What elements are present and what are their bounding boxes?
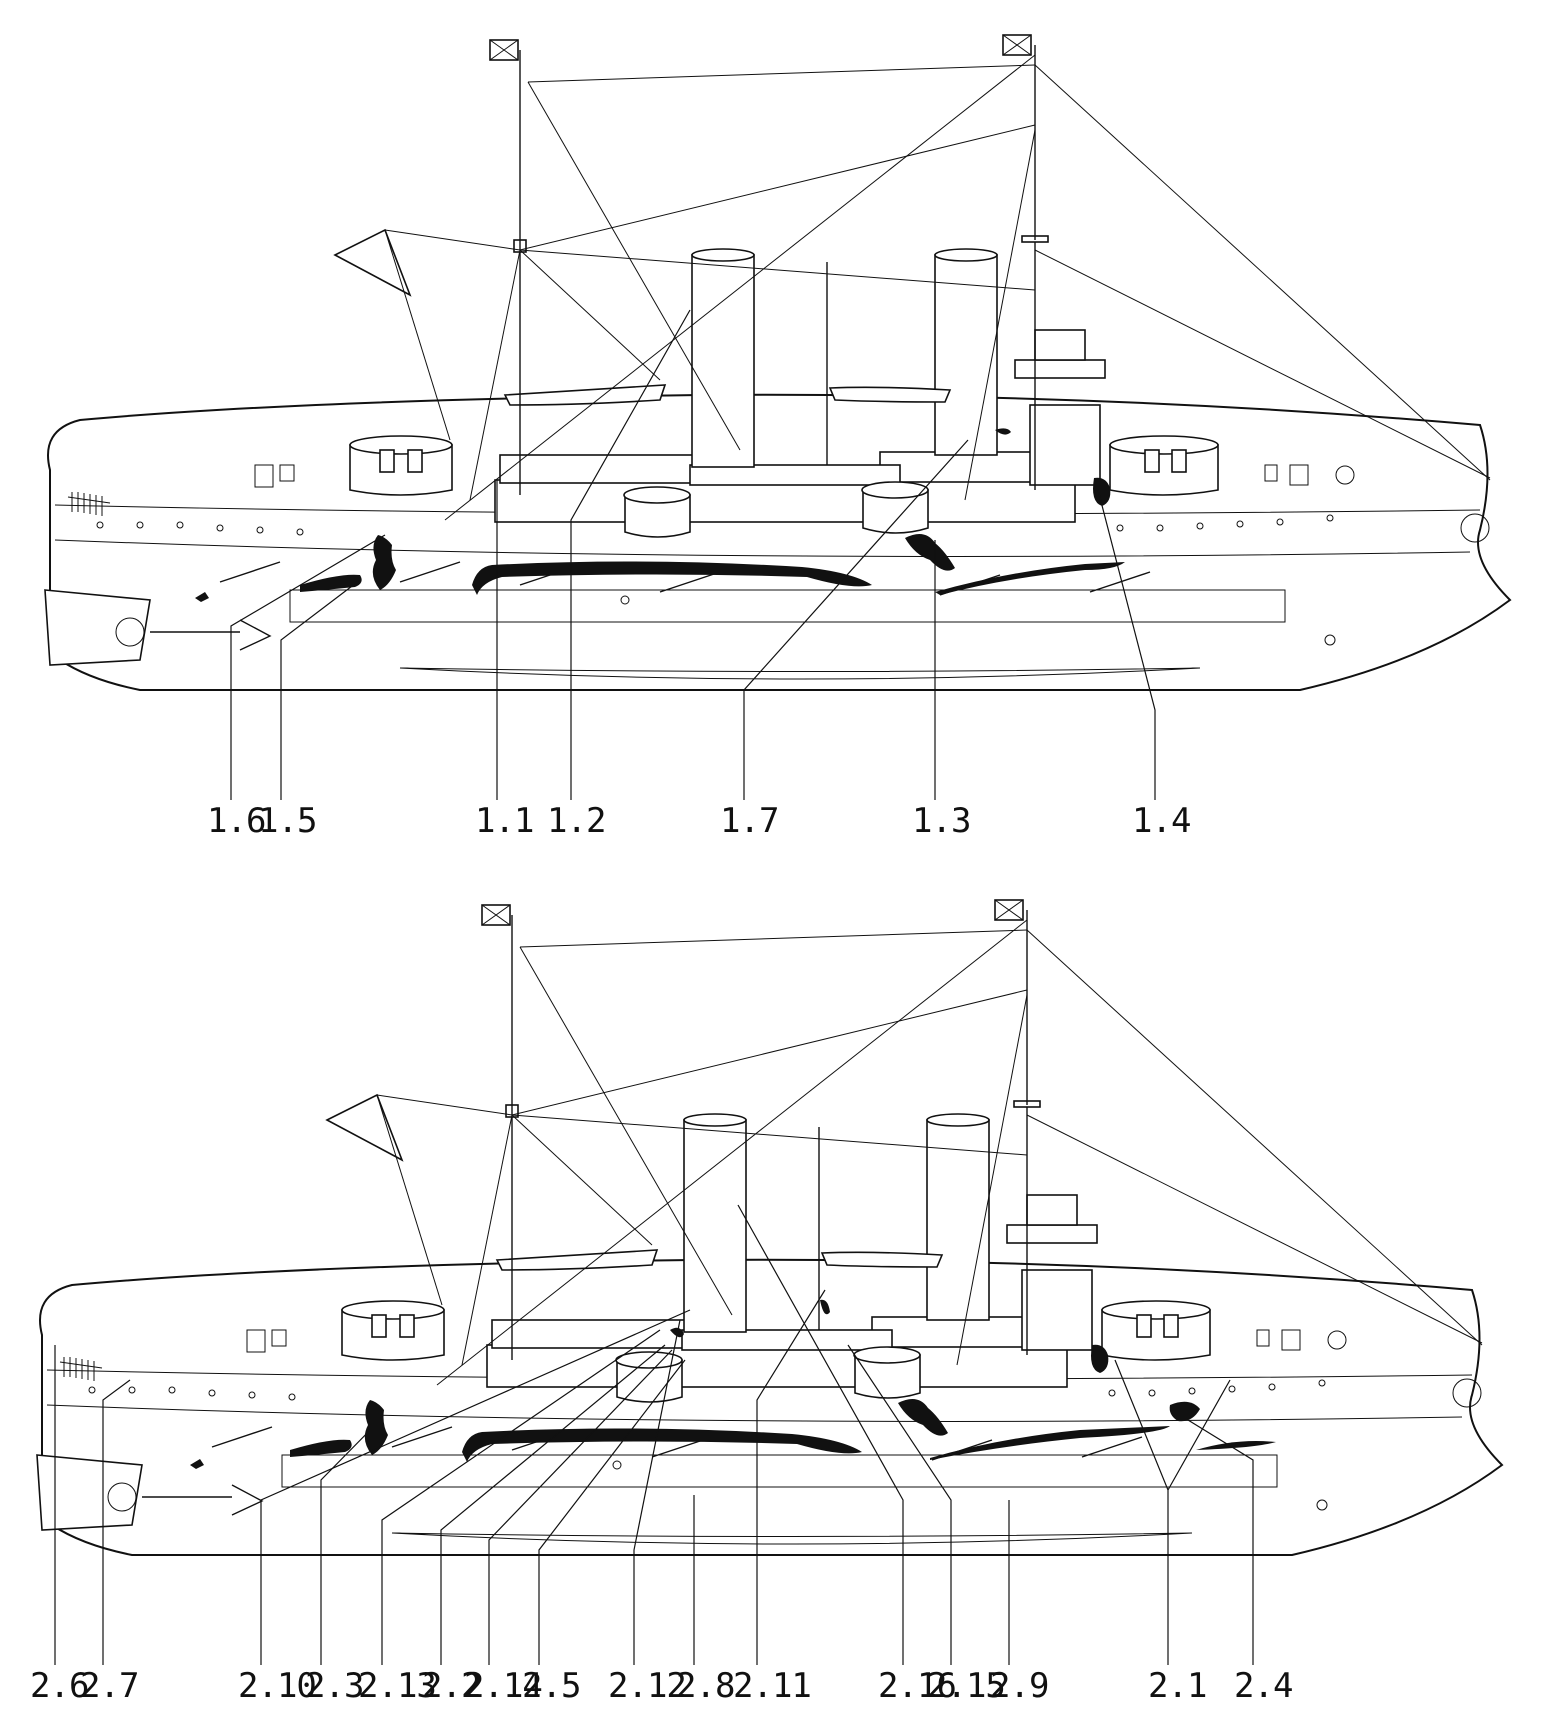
callout-label: 2.8 — [676, 1666, 734, 1706]
upper-damage-marks — [195, 428, 1125, 602]
callout-label: 2.7 — [80, 1666, 138, 1706]
callout-label: 2.10 — [238, 1666, 316, 1706]
callout-label: 2.13 — [358, 1666, 436, 1706]
lower-damage-marks — [190, 1299, 1276, 1469]
callout-label: 1.5 — [258, 801, 316, 841]
callout-label: 2.15 — [927, 1666, 1005, 1706]
callout-label: 2.2 — [422, 1666, 480, 1706]
callout-label: 2.11 — [733, 1666, 811, 1706]
upper-callout-leaders — [230, 309, 1156, 800]
callout-label: 1.7 — [720, 801, 778, 841]
callout-label: 2.12 — [608, 1666, 686, 1706]
callout-label: 1.1 — [475, 801, 533, 841]
callout-label: 2.14 — [464, 1666, 542, 1706]
callout-label: 2.3 — [305, 1666, 363, 1706]
callout-label: 2.5 — [522, 1666, 580, 1706]
callout-label: 1.4 — [1132, 801, 1190, 841]
callout-label: 2.4 — [1234, 1666, 1292, 1706]
callout-label: 1.3 — [912, 801, 970, 841]
callout-label: 2.1 — [1148, 1666, 1206, 1706]
lower-callout-labels: 2.6 2.7 2.10 2.3 2.13 2.2 2.14 2.5 2.12 … — [30, 1666, 1293, 1706]
lower-ship-view — [36, 899, 1503, 1556]
lower-callout-leaders — [54, 1204, 1254, 1665]
callout-label: 1.2 — [547, 801, 605, 841]
upper-callout-labels: 1.6 1.5 1.1 1.2 1.7 1.3 1.4 — [207, 801, 1191, 841]
upper-ship-view — [44, 34, 1511, 691]
callout-label: 2.6 — [30, 1666, 88, 1706]
callout-label: 2.16 — [878, 1666, 956, 1706]
callout-label: 1.6 — [207, 801, 265, 841]
callout-label: 2.9 — [990, 1666, 1048, 1706]
